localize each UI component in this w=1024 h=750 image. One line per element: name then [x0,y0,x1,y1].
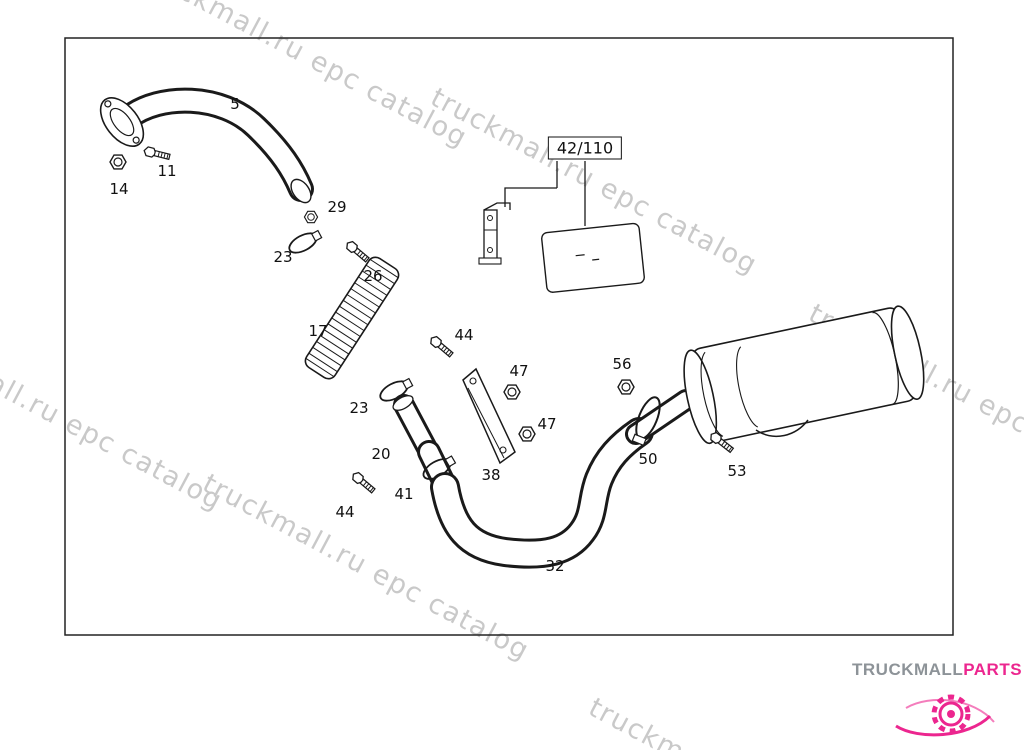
part-label-20: 20 [371,445,391,463]
part-label-11: 11 [157,162,177,180]
part-label-26: 26 [363,267,383,285]
part-label-5: 5 [230,95,240,113]
ref-box: 42/110 [547,136,623,160]
bolt-11 [142,145,172,162]
part-label-29: 29 [327,198,347,216]
diagram-border [64,37,954,636]
bolt-44-lower [349,470,377,495]
part-label-41: 41 [394,485,414,503]
bolt-26 [343,239,371,264]
front-pipe [99,87,314,204]
muffler [683,305,925,445]
part-label-50: 50 [638,450,658,468]
nut-29 [303,210,319,224]
part-label-38: 38 [481,466,501,484]
ref-leader-lines [504,161,586,226]
s-pipe-32 [430,417,654,569]
part-label-32: 32 [545,557,565,575]
flange [99,97,145,147]
logo-text-gray: TRUCKMALL [852,660,964,679]
part-label-17: 17 [308,322,328,340]
heat-shield [541,222,645,293]
gear-icon [888,676,1014,750]
ref-box-label: 42/110 [556,138,614,158]
part-label-56: 56 [612,355,632,373]
site-logo: TRUCKMALLPARTS [852,660,1022,680]
flex-pipe [304,256,400,380]
nut-14 [109,154,127,170]
nut-56 [617,379,635,395]
mount-bracket [478,202,511,265]
muffler-inlet-stub [625,389,697,445]
nut-47-lower [518,426,536,442]
bolt-44-upper [427,334,455,359]
part-label-47b: 47 [537,415,557,433]
part-label-14: 14 [109,180,129,198]
part-label-44b: 44 [335,503,355,521]
part-label-23a: 23 [273,248,293,266]
part-label-53: 53 [727,462,747,480]
nut-47-upper [503,384,521,400]
part-label-47a: 47 [509,362,529,380]
part-label-23b: 23 [349,399,369,417]
logo-text-pink: PARTS [963,660,1023,679]
bracket-38 [462,367,516,465]
part-label-44a: 44 [454,326,474,344]
hanger-strap [755,419,809,438]
band-clamp-50 [631,396,661,447]
